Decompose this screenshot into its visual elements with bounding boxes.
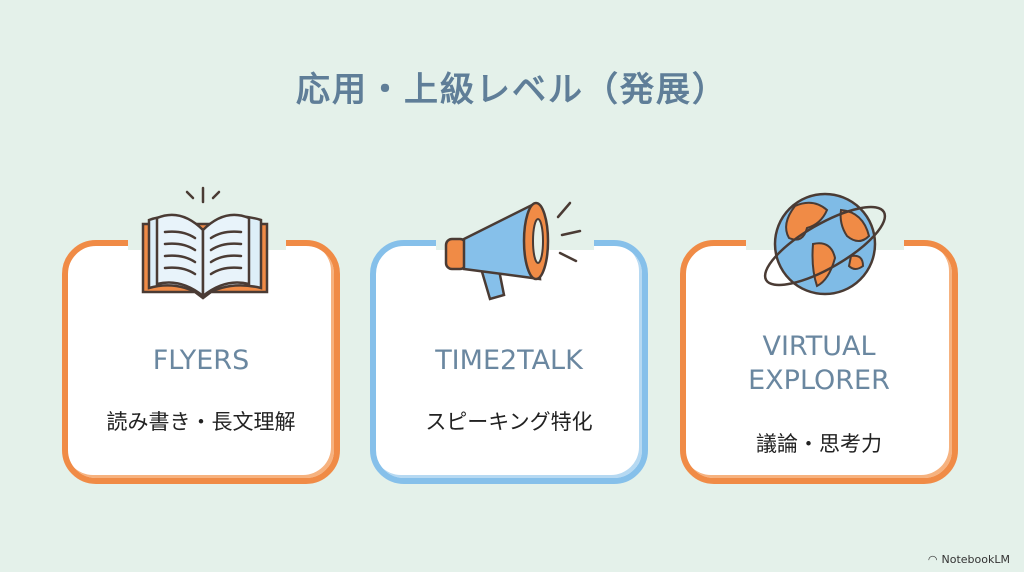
card-time2talk: TIME2TALK スピーキング特化 [370, 238, 648, 484]
open-book-icon [141, 186, 269, 300]
notebooklm-logo-icon: ◠ [927, 553, 938, 566]
card-title: VIRTUAL EXPLORER [686, 330, 952, 398]
card-title-line2: EXPLORER [748, 365, 890, 396]
card-description: 読み書き・長文理解 [106, 410, 296, 434]
globe-icon [763, 192, 887, 296]
card-title-line1: VIRTUAL [762, 331, 876, 362]
brand-label: NotebookLM [941, 553, 1010, 566]
megaphone-icon [444, 201, 582, 301]
card-title: TIME2TALK [435, 345, 583, 376]
card-title: FLYERS [152, 345, 250, 376]
slide-title: 応用・上級レベル（発展） [296, 70, 728, 110]
card-description: 議論・思考力 [756, 432, 882, 456]
card-description: スピーキング特化 [425, 410, 593, 434]
notebooklm-watermark: ◠ NotebookLM [928, 553, 1010, 566]
